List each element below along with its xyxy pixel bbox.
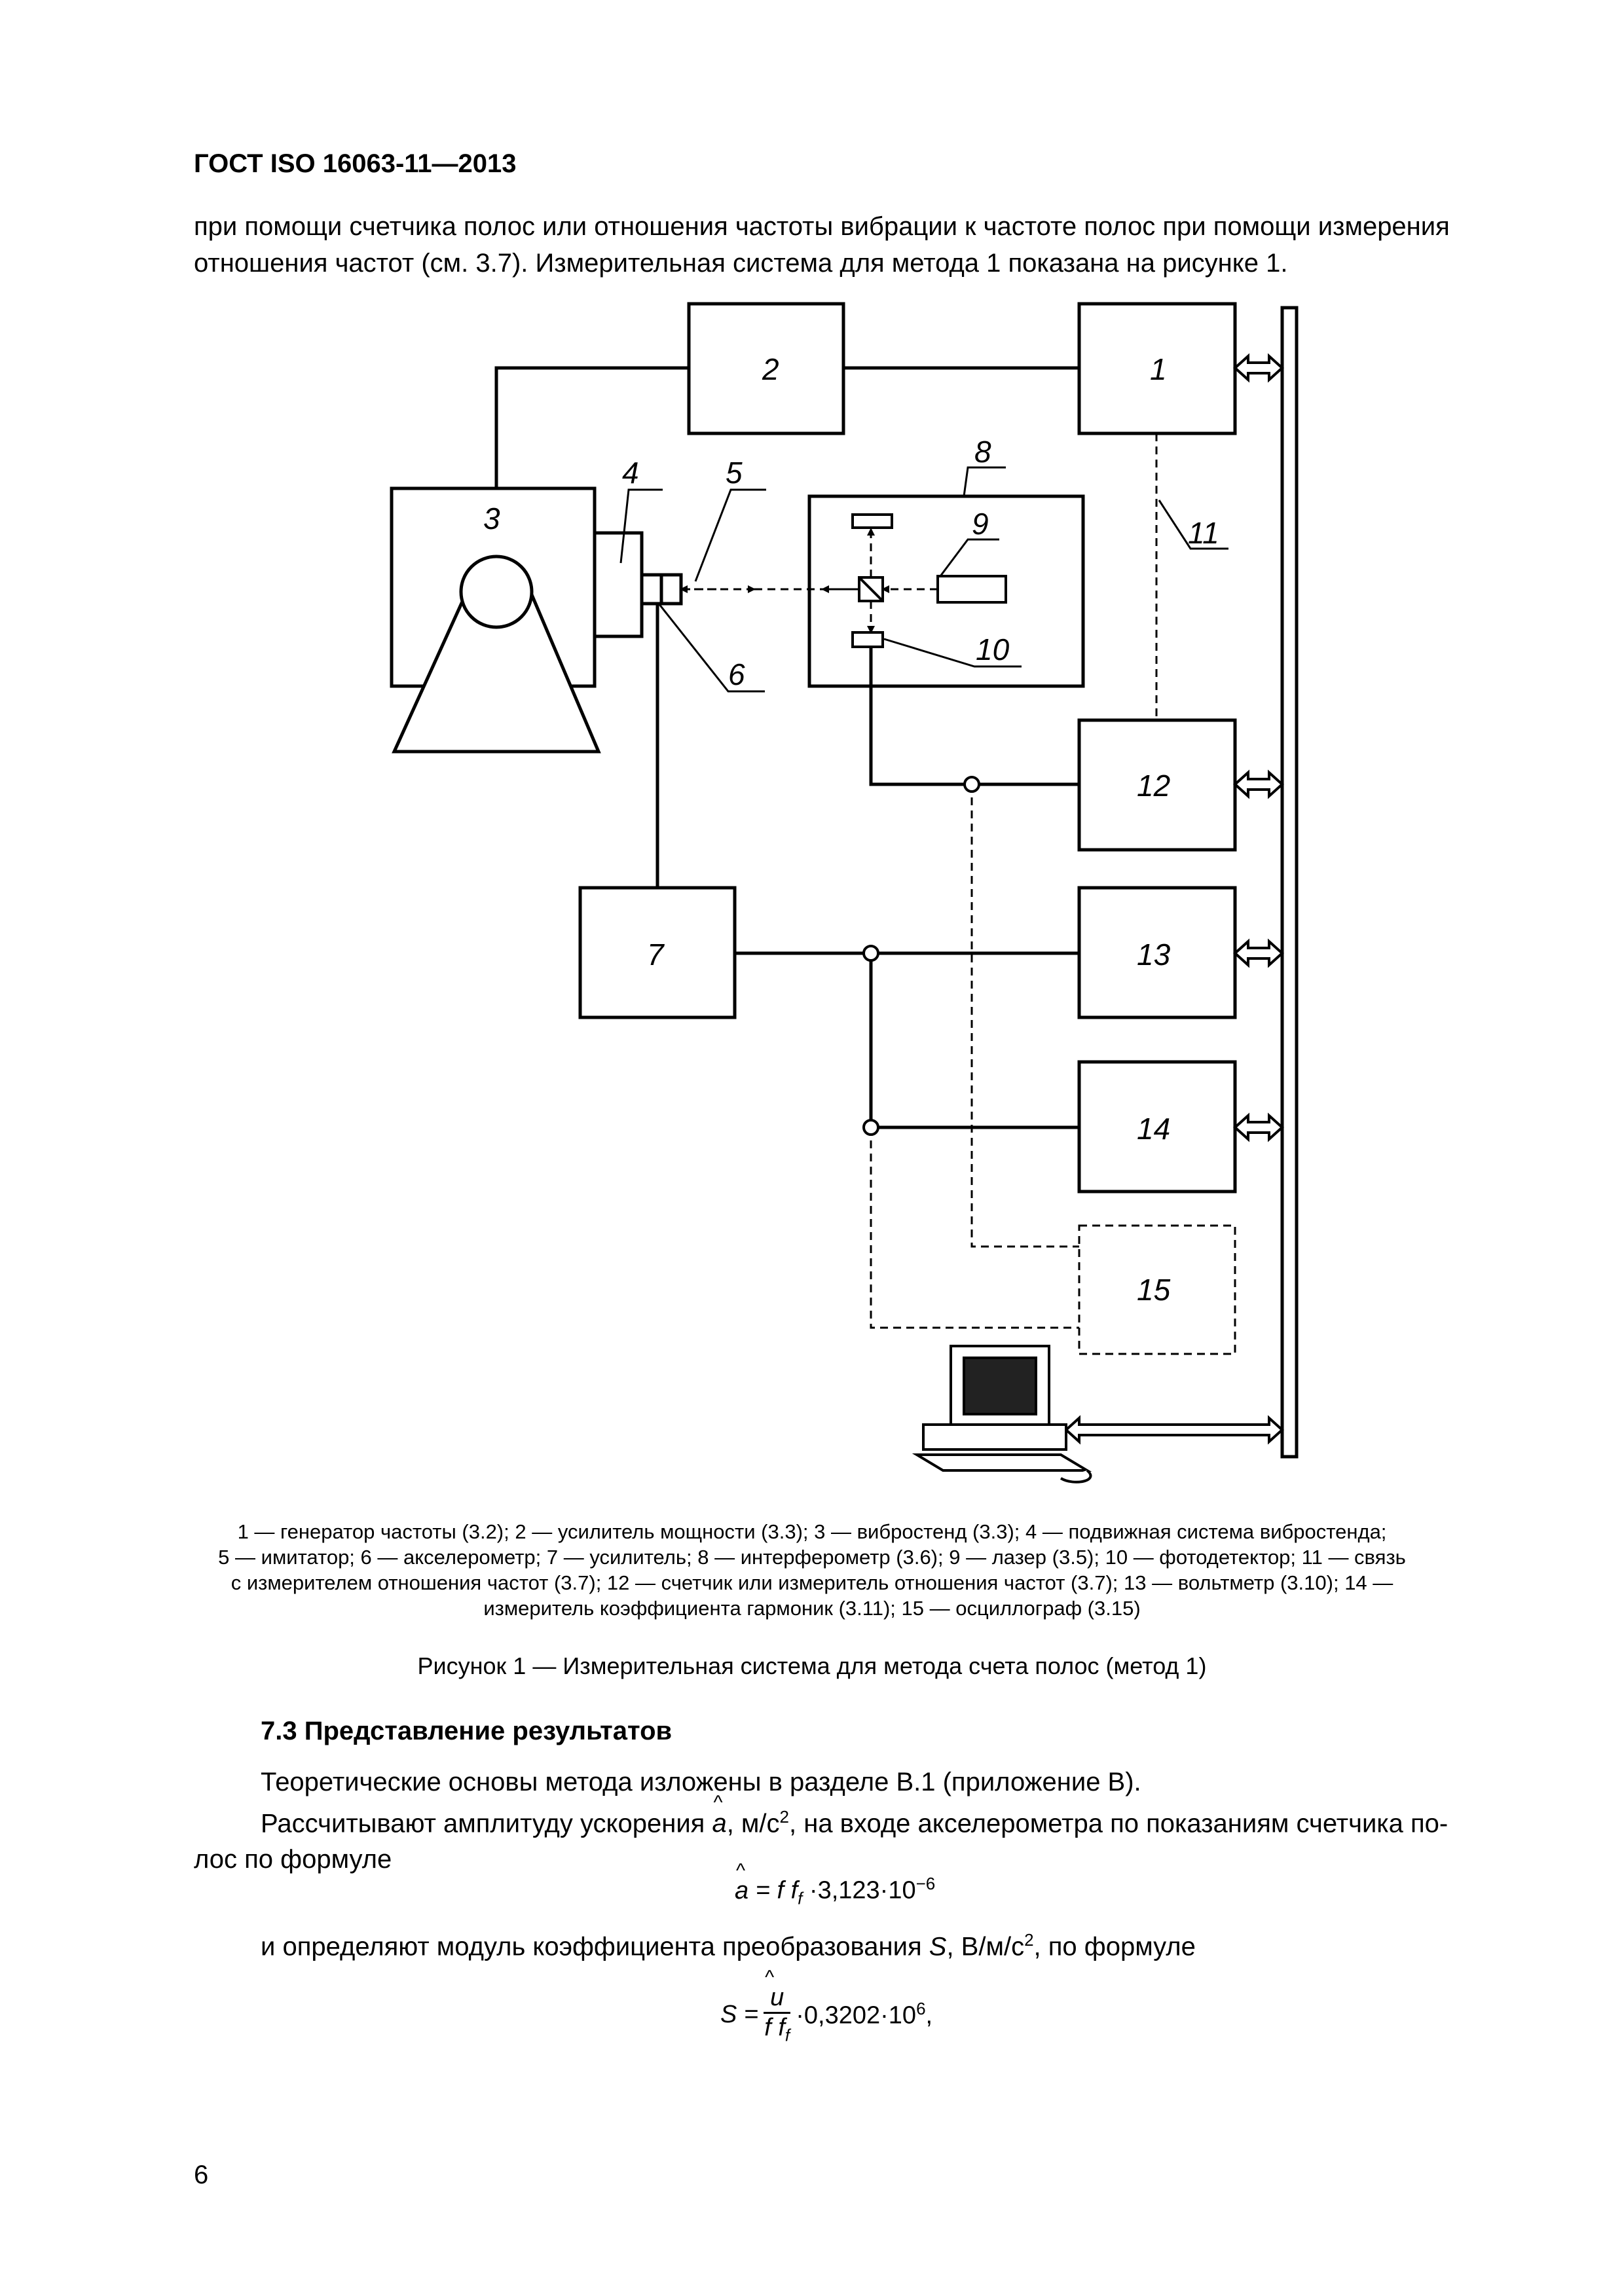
figure-title: Рисунок 1 — Измерительная система для ме… <box>417 1652 1207 1679</box>
label-10: 10 <box>976 632 1010 666</box>
p3-end: , по формуле <box>1033 1932 1196 1961</box>
label-11: 11 <box>1188 516 1219 550</box>
intro-paragraph: при помощи счетчика полос или отношения … <box>194 208 1501 282</box>
bus-arrow-14 <box>1233 1112 1284 1142</box>
p3-sup: 2 <box>1024 1930 1034 1950</box>
f2-den-sub: f <box>784 2025 790 2045</box>
p2-sup: 2 <box>779 1807 789 1827</box>
system-bus <box>1280 306 1299 1459</box>
f1-exp: −6 <box>915 1874 936 1893</box>
section-heading: 7.3 Представление результатов <box>261 1717 673 1745</box>
p3-var: S <box>929 1932 947 1961</box>
f2-fraction: u f ff <box>764 1967 791 2046</box>
f2-den-wrap: f ff <box>764 2014 790 2046</box>
f1-lhs: a <box>735 1860 748 1905</box>
f2-coef-wrap: ·0,3202·106, <box>796 1999 932 2030</box>
label-7: 7 <box>647 938 665 972</box>
block-8-interferometer <box>807 494 1085 688</box>
legend-line-1: 1 — генератор частоты (3.2); 2 — усилите… <box>237 1520 1387 1543</box>
label-2: 2 <box>762 352 779 386</box>
p2-end: , на входе акселерометра по показаниям с… <box>789 1809 1449 1838</box>
block-4 <box>593 531 644 638</box>
label-1: 1 <box>1150 352 1167 386</box>
f2-num: u <box>764 1967 791 2014</box>
legend-line-3: с измерителем отношения частот (3.7); 12… <box>231 1571 1393 1594</box>
block-15-oscilloscope <box>1078 1224 1236 1355</box>
legend-line-4: измеритель коэффициента гармоник (3.11);… <box>483 1597 1141 1620</box>
bus-arrow-pc <box>1064 1415 1284 1445</box>
label-8: 8 <box>974 435 991 469</box>
label-12: 12 <box>1137 769 1170 803</box>
f2-tail: , <box>925 2002 933 2030</box>
paragraph-2-cont: лос по формуле <box>194 1845 392 1874</box>
legend-line-2: 5 — имитатор; 6 — акселерометр; 7 — усил… <box>218 1546 1406 1569</box>
f2-exp: 6 <box>916 1999 926 2019</box>
label-15: 15 <box>1137 1273 1171 1307</box>
paragraph-3: и определяют модуль коэффициента преобра… <box>261 1930 1196 1961</box>
p3-mid: , В/м/с <box>946 1932 1025 1961</box>
label-13: 13 <box>1137 938 1171 972</box>
bus-arrow-13 <box>1233 938 1284 968</box>
label-3: 3 <box>483 501 500 536</box>
p2-var: a <box>712 1792 726 1838</box>
f2-lhs: S = <box>720 2000 759 2028</box>
label-6: 6 <box>728 657 745 691</box>
bus-arrow-12 <box>1233 769 1284 799</box>
computer-icon <box>912 1345 1092 1484</box>
f1-rhs: = f f <box>748 1876 798 1904</box>
bus-arrow-1 <box>1233 353 1284 383</box>
intro-line-2: отношения частот (см. 3.7). Измерительна… <box>194 249 1288 278</box>
f1-sub: f <box>798 1888 803 1908</box>
p3-start: и определяют модуль коэффициента преобра… <box>261 1932 929 1961</box>
paragraph-1: Теоретические основы метода изложены в р… <box>261 1768 1141 1796</box>
formula-sensitivity: S = u f ff ·0,3202·106, <box>720 1967 932 2046</box>
document-header: ГОСТ ISO 16063-11—2013 <box>194 149 517 178</box>
measurement-system-diagram: 2 1 3 4 5 6 8 9 10 11 12 7 13 14 15 <box>390 302 1299 1484</box>
intro-line-1: при помощи счетчика полос или отношения … <box>194 212 1450 241</box>
f2-coef: ·0,3202·10 <box>796 2002 917 2030</box>
label-14: 14 <box>1137 1112 1170 1146</box>
label-9: 9 <box>972 507 989 541</box>
p2-mid: , м/с <box>726 1809 780 1838</box>
label-5: 5 <box>726 456 743 490</box>
paragraph-2: Рассчитывают амплитуду ускорения a, м/с2… <box>261 1792 1449 1838</box>
page-number: 6 <box>194 2160 209 2189</box>
f2-den: f f <box>764 2014 785 2041</box>
label-4: 4 <box>622 456 639 490</box>
figure-legend: 1 — генератор частоты (3.2); 2 — усилите… <box>183 1519 1441 1621</box>
formula-acceleration: a = f ff ·3,123·10−6 <box>735 1860 936 1908</box>
f1-coef: ·3,123·10 <box>802 1876 916 1904</box>
p2-start: Рассчитывают амплитуду ускорения <box>261 1809 712 1838</box>
